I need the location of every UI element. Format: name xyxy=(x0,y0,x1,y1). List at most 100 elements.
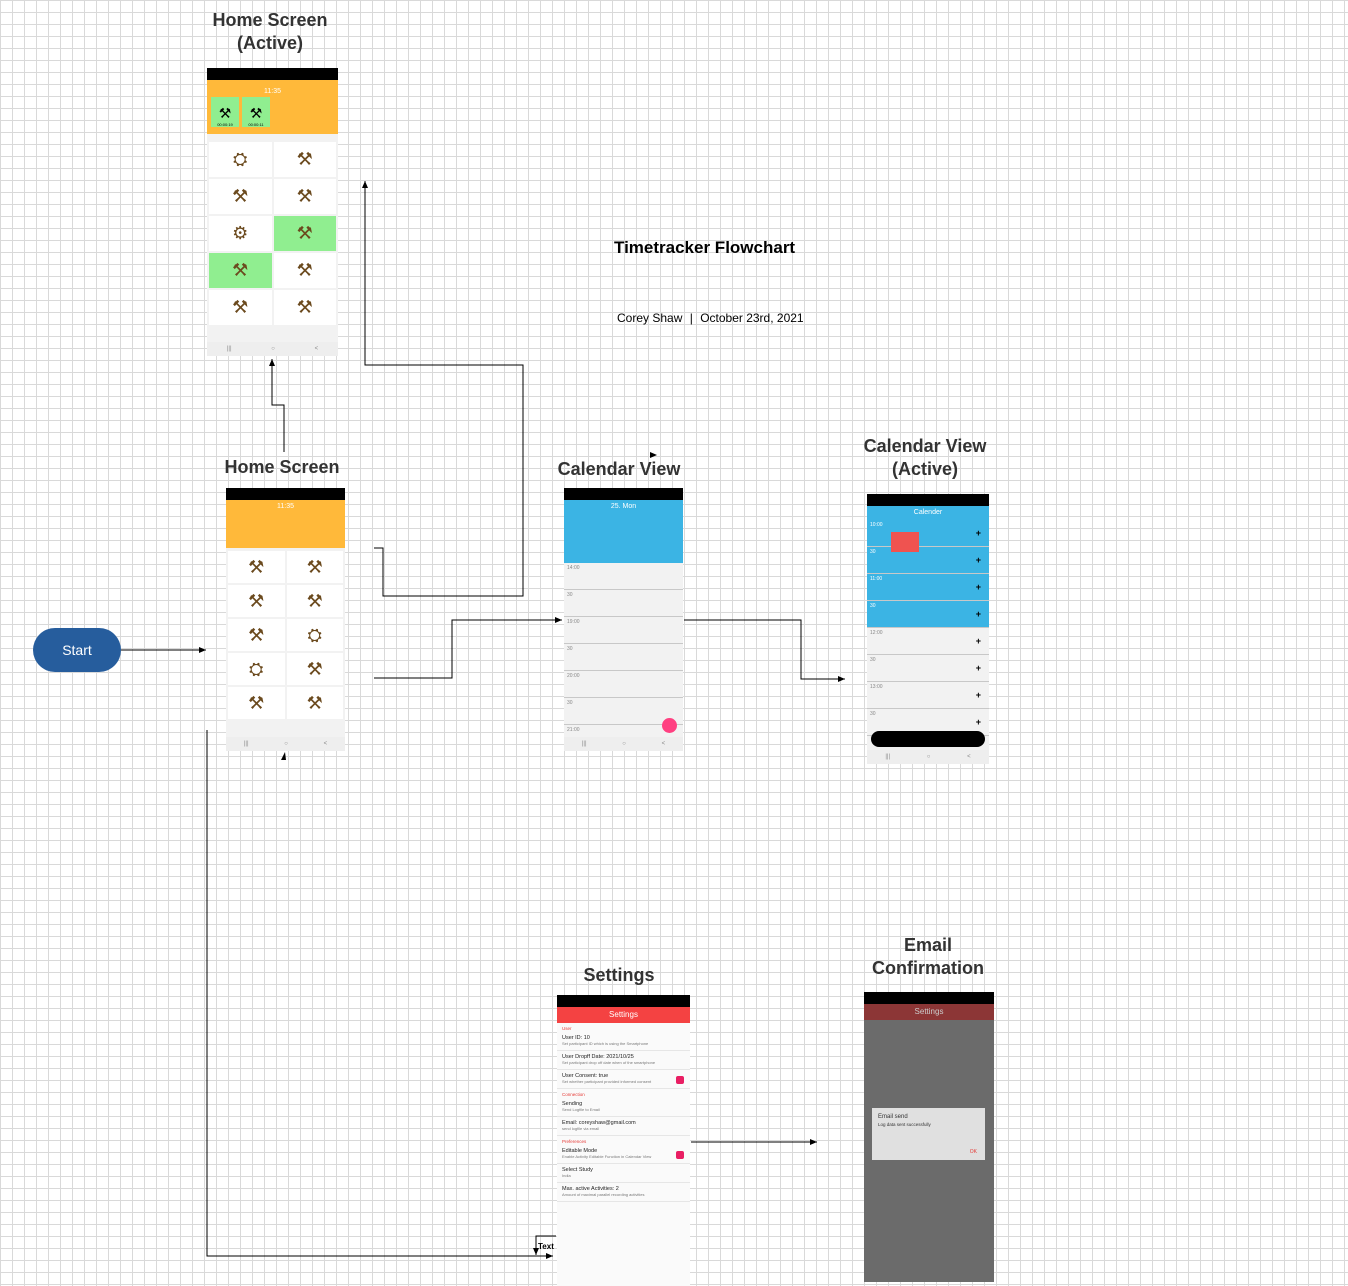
activity-tile[interactable]: ⚒ xyxy=(273,290,336,325)
settings-title: Settings xyxy=(557,1007,690,1023)
calendar-rows: 10:00+30+11:00+30+12:00+30+13:00+30+ xyxy=(867,520,989,736)
nav-bar: |||○< xyxy=(867,750,989,764)
dialog-body: Log data sent successfully xyxy=(878,1122,931,1127)
settings-item-title: Editable Mode xyxy=(562,1148,598,1154)
settings-item-title: User ID: 10 xyxy=(562,1035,590,1041)
add-event-button[interactable]: + xyxy=(975,609,981,619)
screen-home-active: 11:35 ⚒00:00:19 ⚒00:00:11 ⛭ ⚒ ⚒ ⚒ ⚙ ⚒ ⚒ … xyxy=(207,68,338,356)
label-home: Home Screen xyxy=(224,457,340,477)
label-email: Email Confirmation xyxy=(872,935,984,978)
clock: 11:35 xyxy=(264,88,281,95)
start-node[interactable]: Start xyxy=(33,628,121,672)
screen-home: 11:35 ⚒ ⚒ ⚒ ⚒ ⚒ ⛭ ⛭ ⚒ ⚒ ⚒ |||○< xyxy=(226,488,345,751)
activity-tile[interactable]: ⚒ xyxy=(273,142,336,177)
diagram-title: Timetracker Flowchart xyxy=(614,238,796,257)
activity-tile[interactable]: ⛭ xyxy=(209,142,272,177)
date: October 23rd, 2021 xyxy=(700,311,804,325)
diagram-byline: Corey Shaw | October 23rd, 2021 xyxy=(617,311,804,325)
calendar-time-row: 30 xyxy=(564,698,683,725)
activity-tile[interactable]: ⚒ xyxy=(286,687,343,719)
calendar-date-header: 25. Mon xyxy=(610,503,637,510)
label-calendar-active: Calendar View (Active) xyxy=(863,436,987,479)
add-event-button[interactable]: + xyxy=(975,636,981,646)
label-calendar: Calendar View xyxy=(557,459,681,479)
nav-bar: |||○< xyxy=(226,737,345,751)
activity-tile[interactable]: ⚒ xyxy=(228,551,285,583)
nav-bar: |||○< xyxy=(207,342,338,356)
calendar-time-row: 11:00+ xyxy=(867,574,989,601)
activity-tile[interactable]: ⛭ xyxy=(228,653,285,685)
activity-tile[interactable]: ⚒ xyxy=(273,253,336,288)
calendar-time-row: 30 xyxy=(564,644,683,671)
add-event-button[interactable]: + xyxy=(975,582,981,592)
calendar-time-row: 13:00+ xyxy=(867,682,989,709)
screen-email: Settings Email send Log data sent succes… xyxy=(864,992,994,1282)
settings-item-title: Select Study xyxy=(562,1167,593,1173)
settings-toggle[interactable] xyxy=(676,1151,684,1159)
calendar-title: Calender xyxy=(867,506,989,520)
settings-section-header: Connection xyxy=(562,1092,585,1097)
activity-tile[interactable]: ⚒ xyxy=(228,687,285,719)
add-event-button[interactable]: + xyxy=(975,690,981,700)
edge-label-text: Text xyxy=(538,1242,554,1251)
calendar-time-row: 19:00 xyxy=(564,617,683,644)
edge-home-homeactive xyxy=(269,359,285,452)
settings-title: Settings xyxy=(864,1004,994,1020)
author: Corey Shaw xyxy=(617,311,683,325)
add-event-button[interactable]: + xyxy=(975,528,981,538)
settings-item-subtitle: Set participant ID which is using the Sm… xyxy=(562,1041,649,1046)
active-event[interactable] xyxy=(891,532,919,552)
calendar-time-row: 30+ xyxy=(867,547,989,574)
settings-item-subtitle: Send Logfile to Email xyxy=(562,1107,600,1112)
calendar-time-row: 14:00 xyxy=(564,563,683,590)
activity-tile[interactable]: ⚒ xyxy=(286,653,343,685)
calendar-time-row: 30+ xyxy=(867,601,989,628)
settings-item-title: User Dropff Date: 2021/10/25 xyxy=(562,1054,634,1060)
screen-calendar-active: Calender 10:00+30+11:00+30+12:00+30+13:0… xyxy=(867,494,989,764)
edge-home-calendar xyxy=(374,617,562,679)
activity-tile[interactable]: ⚒ xyxy=(286,585,343,617)
settings-item-subtitle: India xyxy=(562,1173,571,1178)
add-event-button[interactable]: + xyxy=(975,717,981,727)
activity-tile[interactable]: ⚙ xyxy=(209,216,272,251)
active-activity-tile[interactable]: ⚒00:00:11 xyxy=(242,97,270,127)
activity-tile[interactable]: ⚒ xyxy=(209,290,272,325)
settings-section-header: Preferences xyxy=(562,1139,587,1144)
calendar-time-row: 20:00 xyxy=(564,671,683,698)
edge-home-settings xyxy=(206,730,553,1259)
activity-tile[interactable]: ⚒ xyxy=(273,179,336,214)
calendar-time-row: 21:00 xyxy=(564,725,683,751)
activity-tile[interactable]: ⛭ xyxy=(286,619,343,651)
settings-toggle[interactable] xyxy=(676,1076,684,1084)
calendar-time-row: 30 xyxy=(564,590,683,617)
settings-section-header: User xyxy=(562,1026,572,1031)
media-bar xyxy=(871,731,985,747)
add-event-button[interactable]: + xyxy=(975,663,981,673)
activity-tile[interactable]: ⚒ xyxy=(286,551,343,583)
activity-tile[interactable]: ⚒ xyxy=(228,585,285,617)
dialog-title: Email send xyxy=(878,1114,908,1120)
active-activity-tile[interactable]: ⚒00:00:19 xyxy=(211,97,239,127)
add-event-button[interactable]: + xyxy=(975,555,981,565)
settings-item-title: Max. active Activities: 2 xyxy=(562,1186,619,1192)
activity-tile[interactable]: ⚒ xyxy=(209,253,272,288)
activity-tile[interactable]: ⚒ xyxy=(273,216,336,251)
add-fab[interactable] xyxy=(662,718,677,733)
dialog-ok-button[interactable]: OK xyxy=(969,1149,977,1155)
settings-item-subtitle: Set participant drop off date when of th… xyxy=(562,1060,656,1065)
activity-tile[interactable]: ⚒ xyxy=(228,619,285,651)
calendar-time-row: 12:00+ xyxy=(867,628,989,655)
activity-tile[interactable]: ⚒ xyxy=(209,179,272,214)
label-home-active: Home Screen (Active) xyxy=(212,10,328,53)
